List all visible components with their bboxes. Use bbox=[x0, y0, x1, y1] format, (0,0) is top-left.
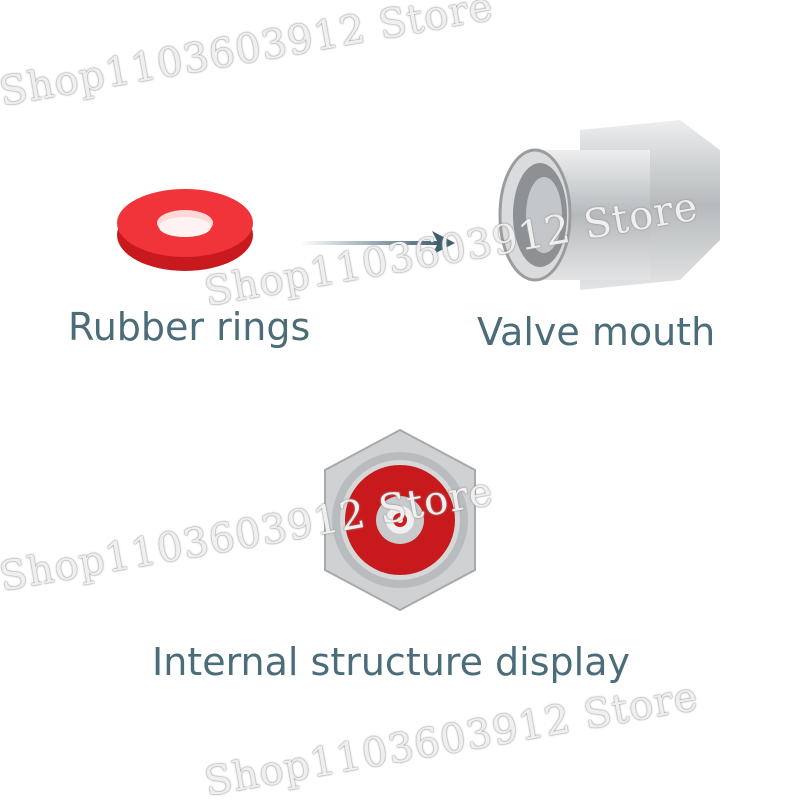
rubber-ring-image bbox=[117, 189, 253, 271]
watermark: Shop1103603912 Store bbox=[0, 0, 497, 116]
watermark: Shop1103603912 Store bbox=[201, 673, 702, 800]
valve-mouth-image bbox=[498, 120, 720, 290]
internal-structure-image bbox=[324, 428, 476, 612]
arrow-icon bbox=[300, 231, 455, 255]
internal-structure-label: Internal structure display bbox=[152, 640, 630, 684]
valve-mouth-label: Valve mouth bbox=[477, 310, 716, 354]
rubber-rings-label: Rubber rings bbox=[68, 305, 311, 349]
